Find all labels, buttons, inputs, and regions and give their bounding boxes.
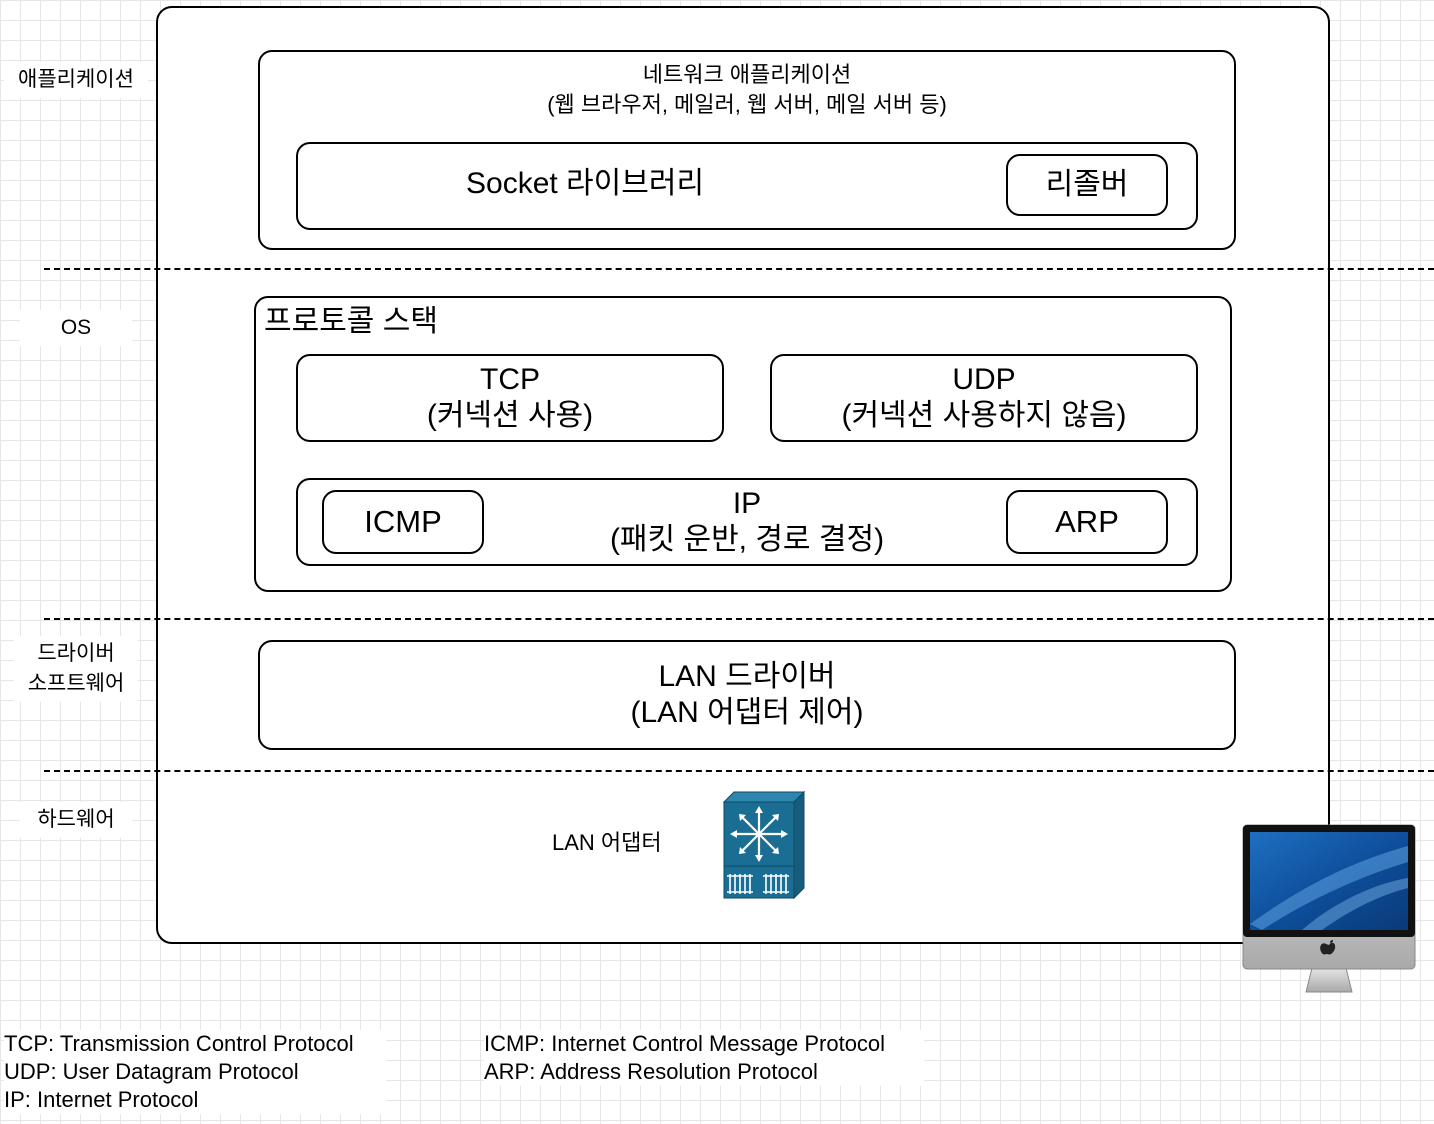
os-layer-text: OS [60, 316, 92, 339]
resolver-box: 리졸버 [1006, 154, 1168, 216]
legend-right: ICMP: Internet Control Message Protocol … [484, 1030, 924, 1086]
legend-ip: IP: Internet Protocol [4, 1087, 199, 1112]
network-switch-icon [722, 790, 806, 900]
arp-box: ARP [1006, 490, 1168, 554]
udp-box: UDP (커넥션 사용하지 않음) [770, 354, 1198, 442]
network-application-examples: (웹 브라우저, 메일러, 웹 서버, 메일 서버 등) [547, 92, 947, 117]
layer-label-driver: 드라이버 소프트웨어 [14, 636, 138, 702]
layer-label-hardware: 하드웨어 [20, 802, 132, 838]
layer-label-os: OS [20, 310, 132, 346]
legend-arp: ARP: Address Resolution Protocol [484, 1059, 818, 1084]
legend-icmp: ICMP: Internet Control Message Protocol [484, 1031, 886, 1056]
tcp-box: TCP (커넥션 사용) [296, 354, 724, 442]
lan-driver-desc: (LAN 어댑터 제어) [630, 696, 864, 729]
application-layer-text: 애플리케이션 [18, 68, 134, 91]
separator-app-os [44, 268, 1434, 270]
legend-udp: UDP: User Datagram Protocol [4, 1059, 299, 1084]
lan-adapter-label: LAN 어댑터 [552, 830, 662, 855]
udp-name: UDP [952, 363, 1016, 396]
ip-desc: (패킷 운반, 경로 결정) [609, 523, 885, 556]
ip-name: IP [732, 487, 762, 520]
network-application-caption: 네트워크 애플리케이션 (웹 브라우저, 메일러, 웹 서버, 메일 서버 등) [260, 58, 1234, 122]
resolver-label: 리졸버 [1045, 168, 1129, 201]
icmp-box: ICMP [322, 490, 484, 554]
separator-driver-hardware [44, 770, 1434, 772]
imac-computer-icon [1242, 824, 1416, 993]
driver-layer-text-line2: 소프트웨어 [27, 672, 125, 695]
icmp-label: ICMP [364, 504, 442, 539]
legend-left: TCP: Transmission Control Protocol UDP: … [4, 1030, 386, 1114]
hardware-layer-text: 하드웨어 [37, 808, 115, 831]
arp-label: ARP [1055, 504, 1119, 539]
tcp-name: TCP [480, 363, 540, 396]
tcp-desc: (커넥션 사용) [426, 399, 594, 432]
driver-layer-text-line1: 드라이버 [37, 642, 115, 665]
lan-driver-title: LAN 드라이버 [658, 660, 836, 693]
udp-desc: (커넥션 사용하지 않음) [841, 399, 1127, 432]
separator-os-driver [44, 618, 1434, 620]
socket-library-label: Socket 라이브러리 [466, 167, 705, 200]
layer-label-application: 애플리케이션 [4, 62, 148, 98]
lan-driver-box: LAN 드라이버 (LAN 어댑터 제어) [258, 640, 1236, 750]
legend-tcp: TCP: Transmission Control Protocol [4, 1031, 354, 1056]
network-application-title: 네트워크 애플리케이션 [642, 62, 852, 87]
protocol-stack-title: 프로토콜 스택 [264, 305, 438, 338]
